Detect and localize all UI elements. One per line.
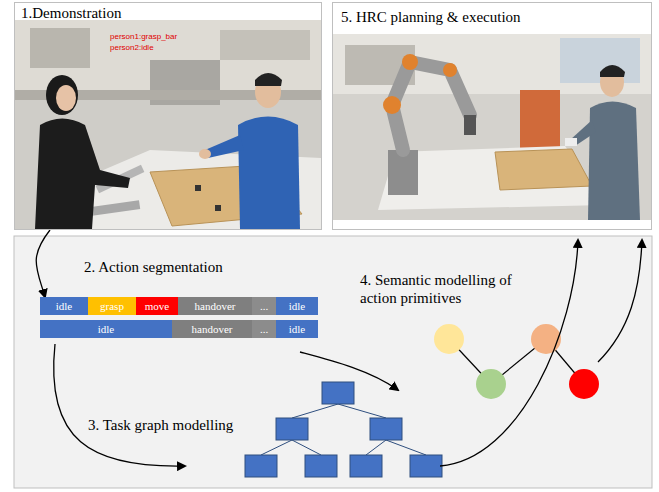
- action-segment: move: [136, 297, 178, 315]
- segment-label: idle: [289, 324, 306, 335]
- execution-panel: 5. HRC planning & execution: [332, 2, 652, 230]
- step-label: 4. Semantic modelling of action primitiv…: [360, 271, 550, 307]
- segment-label: idle: [56, 301, 73, 312]
- annotation-text: person2:idle: [110, 43, 154, 53]
- process-panel: [14, 236, 652, 488]
- action-segment: grasp: [88, 297, 136, 315]
- demonstration-photo: [15, 20, 321, 229]
- segment-label: ...: [260, 324, 268, 335]
- flow-arrow: [36, 230, 50, 297]
- action-segment: idle: [40, 297, 88, 315]
- action-segment: idle: [40, 320, 172, 338]
- segment-label: ...: [260, 301, 268, 312]
- segment-label: grasp: [100, 301, 124, 312]
- flow-arrow: [54, 240, 642, 466]
- segment-label: handover: [195, 301, 236, 312]
- action-segment: ...: [252, 320, 276, 338]
- action-segment: idle: [276, 297, 318, 315]
- action-segment: handover: [172, 320, 252, 338]
- annotation-text: person1:grasp_bar: [110, 32, 177, 42]
- task-graph: [245, 382, 442, 477]
- action-segment: ...: [252, 297, 276, 315]
- panel-title: 5. HRC planning & execution: [341, 9, 643, 26]
- action-segment: handover: [178, 297, 252, 315]
- action-segment: idle: [276, 320, 318, 338]
- segment-label: idle: [289, 301, 306, 312]
- panel-title: 1.Demonstration: [21, 5, 315, 22]
- execution-photo: [333, 34, 651, 220]
- segment-label: move: [145, 301, 169, 312]
- step-label: 3. Task graph modelling: [88, 416, 233, 434]
- semantic-graph: [434, 324, 599, 399]
- segment-label: idle: [98, 324, 115, 335]
- step-label: 2. Action segmentation: [84, 258, 223, 276]
- segment-label: handover: [192, 324, 233, 335]
